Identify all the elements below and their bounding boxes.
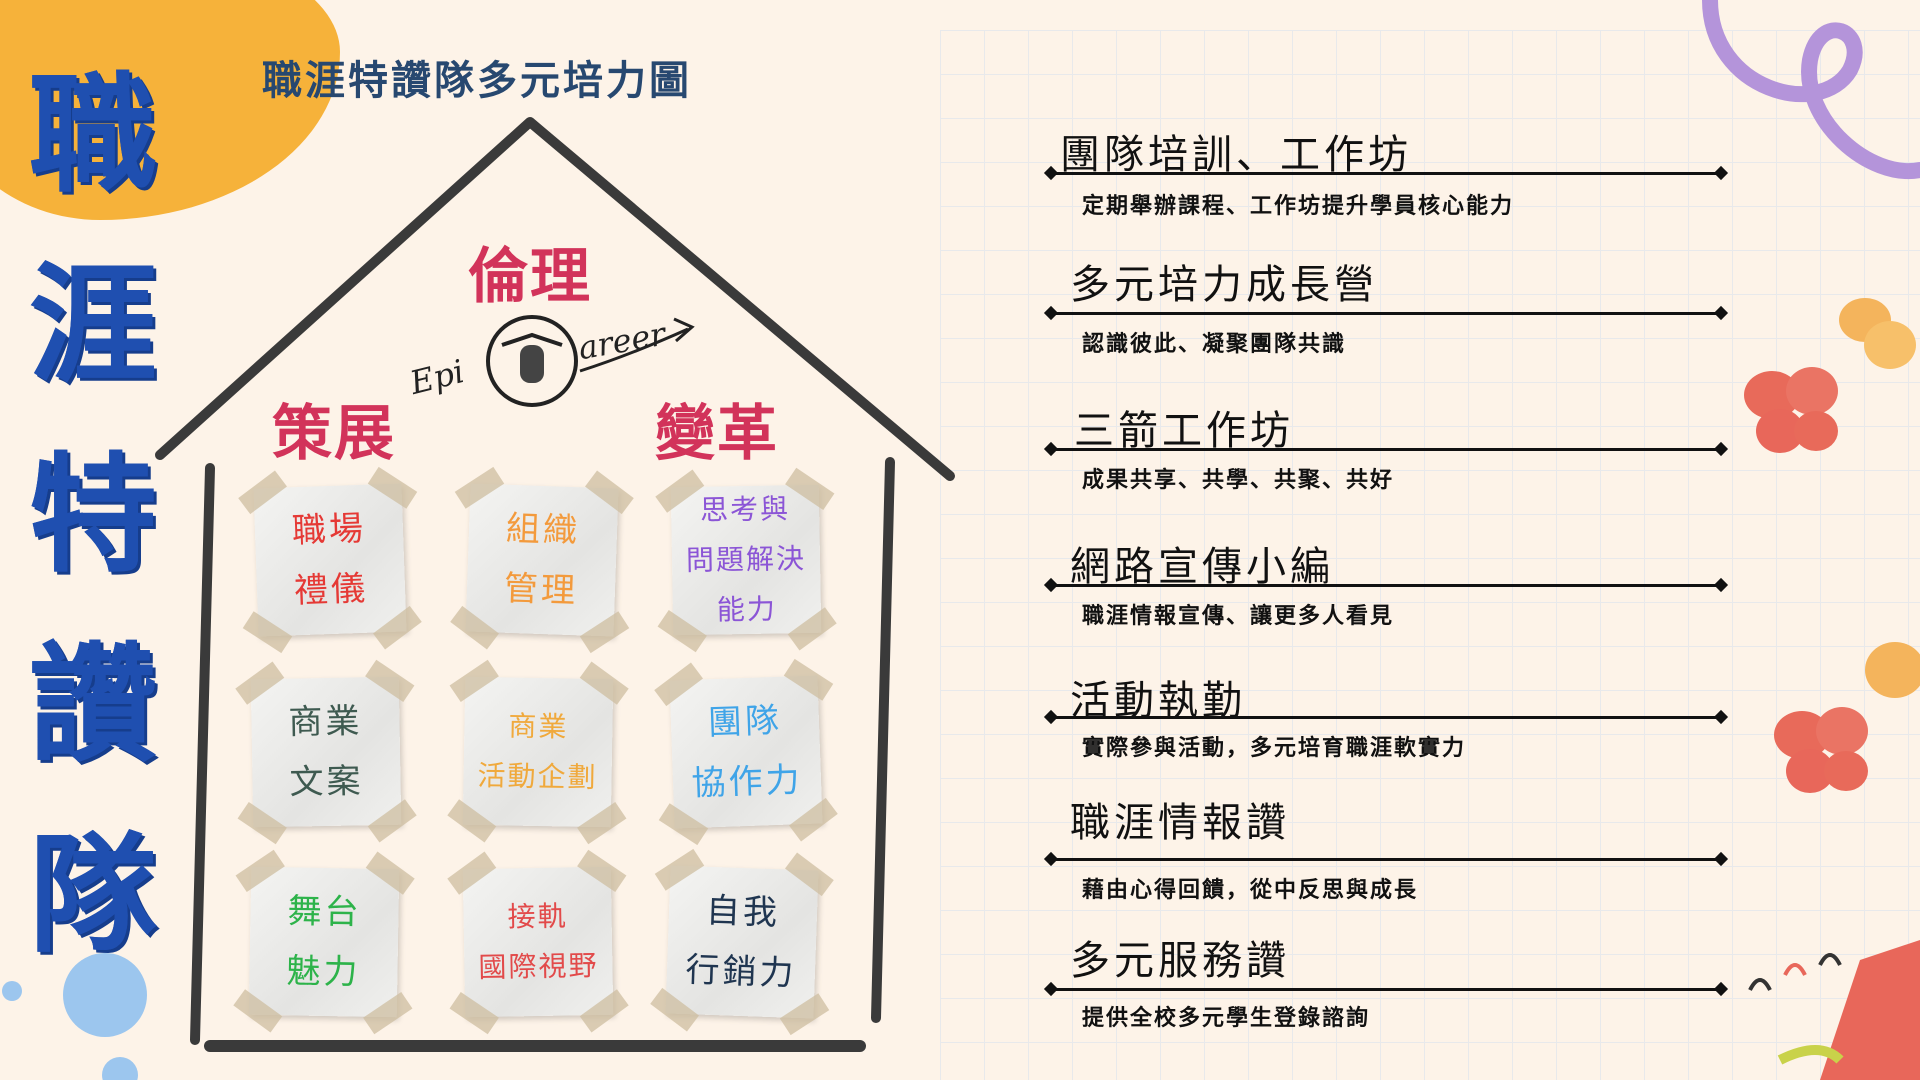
note-line: 商業 xyxy=(508,709,569,744)
note-self-marketing: 自我 行銷力 xyxy=(650,848,834,1036)
note-line: 能力 xyxy=(716,592,778,627)
note-line: 魅力 xyxy=(286,951,361,993)
title-char: 職 xyxy=(28,60,157,210)
butterfly-decoration-4 xyxy=(1774,707,1868,793)
note-stage-charisma: 舞台 魅力 xyxy=(233,849,415,1035)
title-char: 讚 xyxy=(28,630,157,780)
note-line: 組織 xyxy=(505,508,581,552)
grid-background xyxy=(940,30,1920,1080)
item-desc-social-editor: 職涯情報宣傳、讓更多人看見 xyxy=(1082,603,1395,629)
note-line: 接軌 xyxy=(507,899,568,934)
epicareer-logo-icon xyxy=(486,315,695,407)
butterfly-decoration-1 xyxy=(1839,298,1916,369)
divider xyxy=(1043,577,1729,593)
note-line: 舞台 xyxy=(287,891,362,933)
item-title-growth-camp: 多元培力成長營 xyxy=(1070,262,1378,308)
note-org-management: 組織 管理 xyxy=(450,466,634,654)
divider xyxy=(1043,851,1729,867)
item-title-career-news: 職涯情報讚 xyxy=(1070,800,1290,846)
item-title-three-arrows: 三箭工作坊 xyxy=(1074,408,1294,454)
note-line: 文案 xyxy=(289,761,364,803)
note-global-vision: 接軌 國際視野 xyxy=(447,849,629,1035)
note-line: 禮儀 xyxy=(293,568,369,612)
item-desc-training: 定期舉辦課程、工作坊提升學員核心能力 xyxy=(1082,193,1515,219)
item-desc-diverse-service: 提供全校多元學生登錄諮詢 xyxy=(1082,1005,1371,1031)
subtitle: 職涯特讚隊多元培力圖 xyxy=(262,57,692,104)
note-line: 職場 xyxy=(291,508,367,552)
note-teamwork: 團隊 協作力 xyxy=(654,658,838,846)
title-char: 特 xyxy=(28,440,157,590)
note-line: 團隊 xyxy=(707,700,783,744)
note-workplace-etiquette: 職場 禮儀 xyxy=(238,466,422,654)
divider xyxy=(1043,165,1729,181)
note-line: 國際視野 xyxy=(478,948,599,985)
note-event-planning: 商業 活動企劃 xyxy=(447,659,629,845)
divider xyxy=(1043,709,1729,725)
item-title-social-editor: 網路宣傳小編 xyxy=(1070,544,1334,590)
item-desc-career-news: 藉由心得回饋，從中反思與成長 xyxy=(1082,877,1419,903)
note-problem-solving: 思考與 問題解決 能力 xyxy=(655,467,837,653)
item-desc-event-duty: 實際參與活動，多元培育職涯軟實力 xyxy=(1082,735,1467,761)
butterfly-decoration-2 xyxy=(1744,367,1838,453)
purple-swirl-decoration xyxy=(1702,0,1920,180)
note-line: 問題解決 xyxy=(685,541,807,578)
flower-decoration xyxy=(2,953,147,1080)
item-title-diverse-service: 多元服務讚 xyxy=(1070,938,1290,984)
title-char: 涯 xyxy=(28,250,157,400)
note-line: 管理 xyxy=(503,568,579,612)
note-business-copy: 商業 文案 xyxy=(235,659,417,845)
note-line: 行銷力 xyxy=(684,950,798,994)
house-outline xyxy=(155,117,955,1052)
title-char: 隊 xyxy=(28,820,157,970)
right-label: 變革 xyxy=(655,399,779,469)
note-line: 思考與 xyxy=(699,492,791,527)
item-desc-three-arrows: 成果共享、共學、共聚、共好 xyxy=(1082,467,1395,493)
note-line: 協作力 xyxy=(690,760,804,804)
left-label: 策展 xyxy=(272,399,396,469)
butterfly-decoration-3 xyxy=(1865,642,1920,698)
item-title-training: 團隊培訓、工作坊 xyxy=(1060,132,1412,178)
party-horn-decoration xyxy=(1748,940,1920,1080)
note-line: 商業 xyxy=(288,701,363,743)
note-line: 活動企劃 xyxy=(477,758,598,795)
divider xyxy=(1043,305,1729,321)
note-line: 自我 xyxy=(705,890,781,934)
main-title: 職 涯 特 讚 隊 xyxy=(18,40,168,990)
item-desc-growth-camp: 認識彼此、凝聚團隊共識 xyxy=(1082,331,1347,357)
divider xyxy=(1043,441,1729,457)
roof-label: 倫理 xyxy=(468,242,592,312)
divider xyxy=(1043,981,1729,997)
